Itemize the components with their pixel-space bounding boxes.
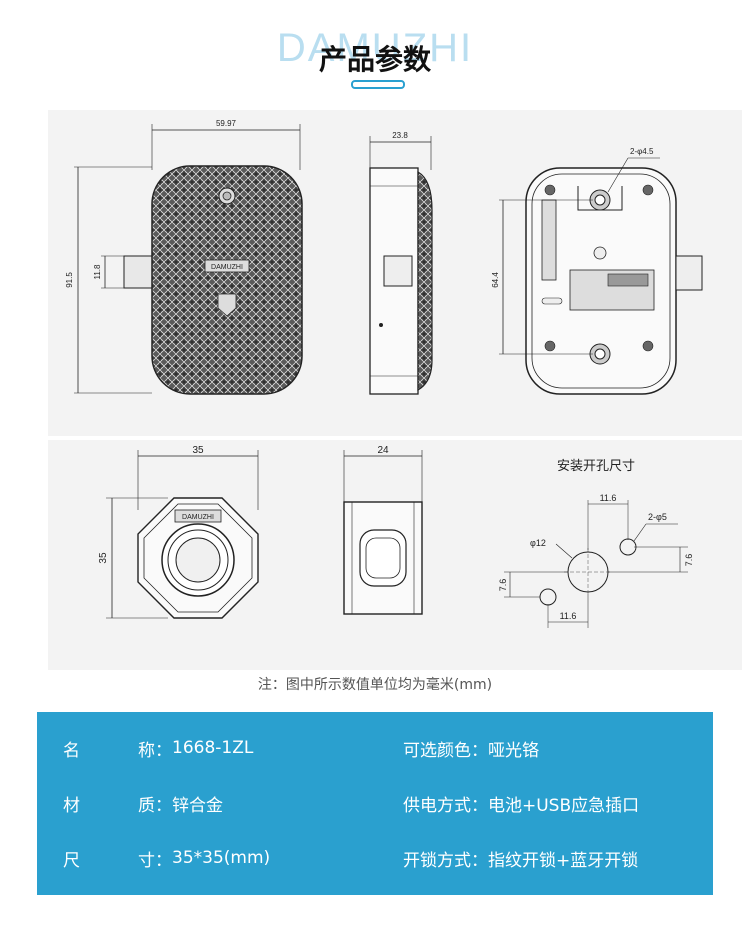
dim-depth: 23.8 <box>392 131 408 140</box>
colon: ： <box>471 795 488 816</box>
colon: ： <box>155 795 172 816</box>
spec-material: 材质 ： 锌合金 <box>63 788 223 818</box>
side-view: 23.8 <box>369 131 433 395</box>
spec-material-value: 锌合金 <box>172 795 223 816</box>
spec-unlock: 开锁方式 ： 指纹开锁+蓝牙开锁 <box>403 843 638 873</box>
spec-color-label: 可选颜色 <box>403 740 471 761</box>
page-title: 产品参数 <box>318 43 431 76</box>
dim-hole-main: φ12 <box>530 538 546 548</box>
spec-unlock-value: 指纹开锁+蓝牙开锁 <box>488 850 639 871</box>
dim-offset-right: 7.6 <box>684 554 694 567</box>
colon: ： <box>155 740 172 761</box>
front-logo: DAMUZHI <box>211 264 243 271</box>
colon: ： <box>471 740 488 761</box>
spec-name: 名称 ： 1668-1ZL <box>63 733 253 763</box>
spec-power-label: 供电方式 <box>403 795 471 816</box>
spec-power-value: 电池+USB应急插口 <box>488 795 640 816</box>
drawing-canvas: 59.97 91.5 11.8 DAMUZHI 23.8 <box>48 119 742 628</box>
install-title: 安装开孔尺寸 <box>557 458 635 473</box>
front-view: 59.97 91.5 11.8 DAMUZHI <box>65 119 303 395</box>
dim-reader-height: 35 <box>98 552 109 564</box>
dim-latch: 11.8 <box>93 264 102 280</box>
spec-name-value: 1668-1ZL <box>172 738 254 758</box>
spec-color: 可选颜色 ： 哑光铬 <box>403 733 539 763</box>
spec-size: 尺寸 ： 35*35(mm) <box>63 843 270 873</box>
spec-size-label: 尺寸 <box>63 850 155 871</box>
dim-hole-spacing: 64.4 <box>491 272 500 288</box>
reader-front-view: 35 35 DAMUZHI <box>98 445 259 619</box>
spec-size-value: 35*35(mm) <box>172 848 271 868</box>
back-view: 64.4 2-φ4.5 <box>491 147 703 395</box>
dim-offset-top: 11.6 <box>600 493 617 503</box>
spec-name-label: 名称 <box>63 740 155 761</box>
dim-hole-small: 2-φ5 <box>648 512 667 522</box>
spec-power: 供电方式 ： 电池+USB应急插口 <box>403 788 639 818</box>
dim-height: 91.5 <box>65 272 74 288</box>
technical-drawings: 59.97 91.5 11.8 DAMUZHI 23.8 <box>48 110 742 670</box>
dim-reader-width: 35 <box>192 445 204 456</box>
dim-hole: 2-φ4.5 <box>630 147 654 156</box>
dim-offset-bottom: 11.6 <box>560 611 577 621</box>
spec-material-label: 材质 <box>63 795 155 816</box>
title-underline <box>351 80 405 89</box>
dim-offset-left: 7.6 <box>498 579 508 592</box>
dim-reader-depth: 24 <box>377 445 389 456</box>
install-hole-diagram: 安装开孔尺寸 11.6 11.6 7.6 7.6 φ12 <box>498 458 694 628</box>
colon: ： <box>471 850 488 871</box>
reader-logo: DAMUZHI <box>182 514 214 521</box>
spec-unlock-label: 开锁方式 <box>403 850 471 871</box>
spec-color-value: 哑光铬 <box>488 740 539 761</box>
spec-panel: 名称 ： 1668-1ZL 可选颜色 ： 哑光铬 材质 ： 锌合金 供电方式 ：… <box>37 712 713 895</box>
header: DAMUZHI 产品参数 <box>0 0 750 110</box>
reader-side-view: 24 <box>343 445 423 615</box>
unit-note: 注：图中所示数值单位均为毫米(mm) <box>257 677 493 693</box>
dim-width: 59.97 <box>216 119 237 128</box>
colon: ： <box>155 850 172 871</box>
brand-watermark: DAMUZHI <box>276 26 474 70</box>
